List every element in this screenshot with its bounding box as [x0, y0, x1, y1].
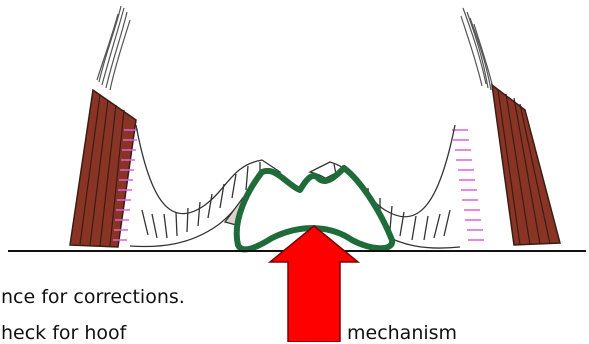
upward-pressure-arrow [270, 226, 358, 342]
caption-line-2: heck for hoof [1, 324, 126, 343]
right-laminae [452, 130, 484, 240]
caption-line-1: nce for corrections. [1, 288, 185, 307]
left-hoof-wall [70, 90, 136, 247]
right-hoof-wall [492, 85, 560, 245]
left-hair-tuft [97, 6, 130, 90]
caption-line-3: mechanism [347, 324, 457, 343]
right-hair-tuft [461, 8, 494, 92]
